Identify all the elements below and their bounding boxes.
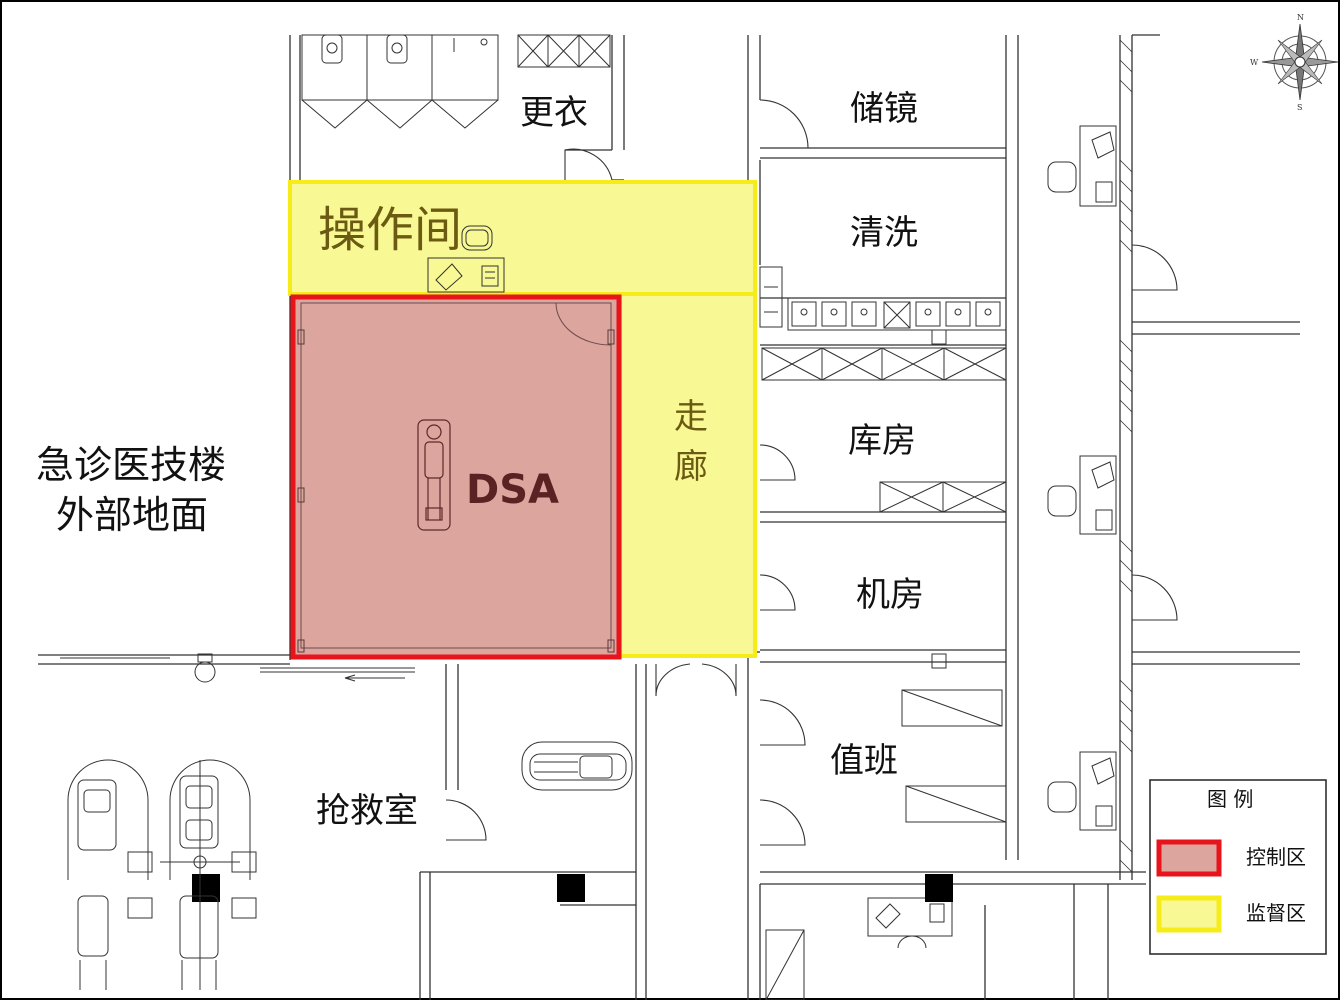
parking-area <box>67 759 257 990</box>
room-label-machine-room: 机房 <box>856 575 924 615</box>
room-label-mirror-storage: 储镜 <box>850 89 918 129</box>
legend-swatch-control <box>1156 839 1222 877</box>
room-label-corridor-1: 走 <box>674 397 708 437</box>
compass-north-label: N <box>1297 13 1304 22</box>
legend-title: 图 例 <box>1207 787 1253 811</box>
walls <box>38 34 1300 1000</box>
legend-swatch-supervision <box>1156 895 1222 933</box>
operation-desk <box>427 225 505 293</box>
legend-label-supervision: 监督区 <box>1246 901 1306 925</box>
compass-icon: N S W <box>1250 13 1339 112</box>
room-label-operation: 操作间 <box>318 202 462 258</box>
office-desks <box>765 125 1117 1000</box>
control-zone-dsa <box>290 294 622 660</box>
structural-columns <box>192 874 953 902</box>
emergency-equipment <box>194 653 633 791</box>
storage-cabinets <box>761 347 1007 823</box>
room-label-cleaning: 清洗 <box>850 213 918 253</box>
room-label-changing: 更衣 <box>520 93 588 133</box>
legend-label-control: 控制区 <box>1246 845 1306 869</box>
room-label-emergency: 抢救室 <box>316 791 418 831</box>
outside-label-line1: 急诊医技楼 <box>36 443 226 487</box>
sink-counter <box>759 266 1007 345</box>
room-label-on-duty: 值班 <box>830 741 898 781</box>
supervision-zone-operation <box>288 180 757 296</box>
room-label-warehouse: 库房 <box>848 421 916 461</box>
dsa-room-details <box>297 302 615 653</box>
changing-room-fixtures <box>301 34 611 129</box>
outside-label-line2: 外部地面 <box>56 493 208 537</box>
compass-south-label: S <box>1297 103 1302 112</box>
room-label-dsa: DSA <box>466 467 559 513</box>
legend: 图 例 控制区 监督区 <box>1149 779 1327 955</box>
patient-table-icon <box>417 419 451 531</box>
room-label-corridor-2: 廊 <box>674 447 708 487</box>
compass-west-label: W <box>1250 58 1259 67</box>
